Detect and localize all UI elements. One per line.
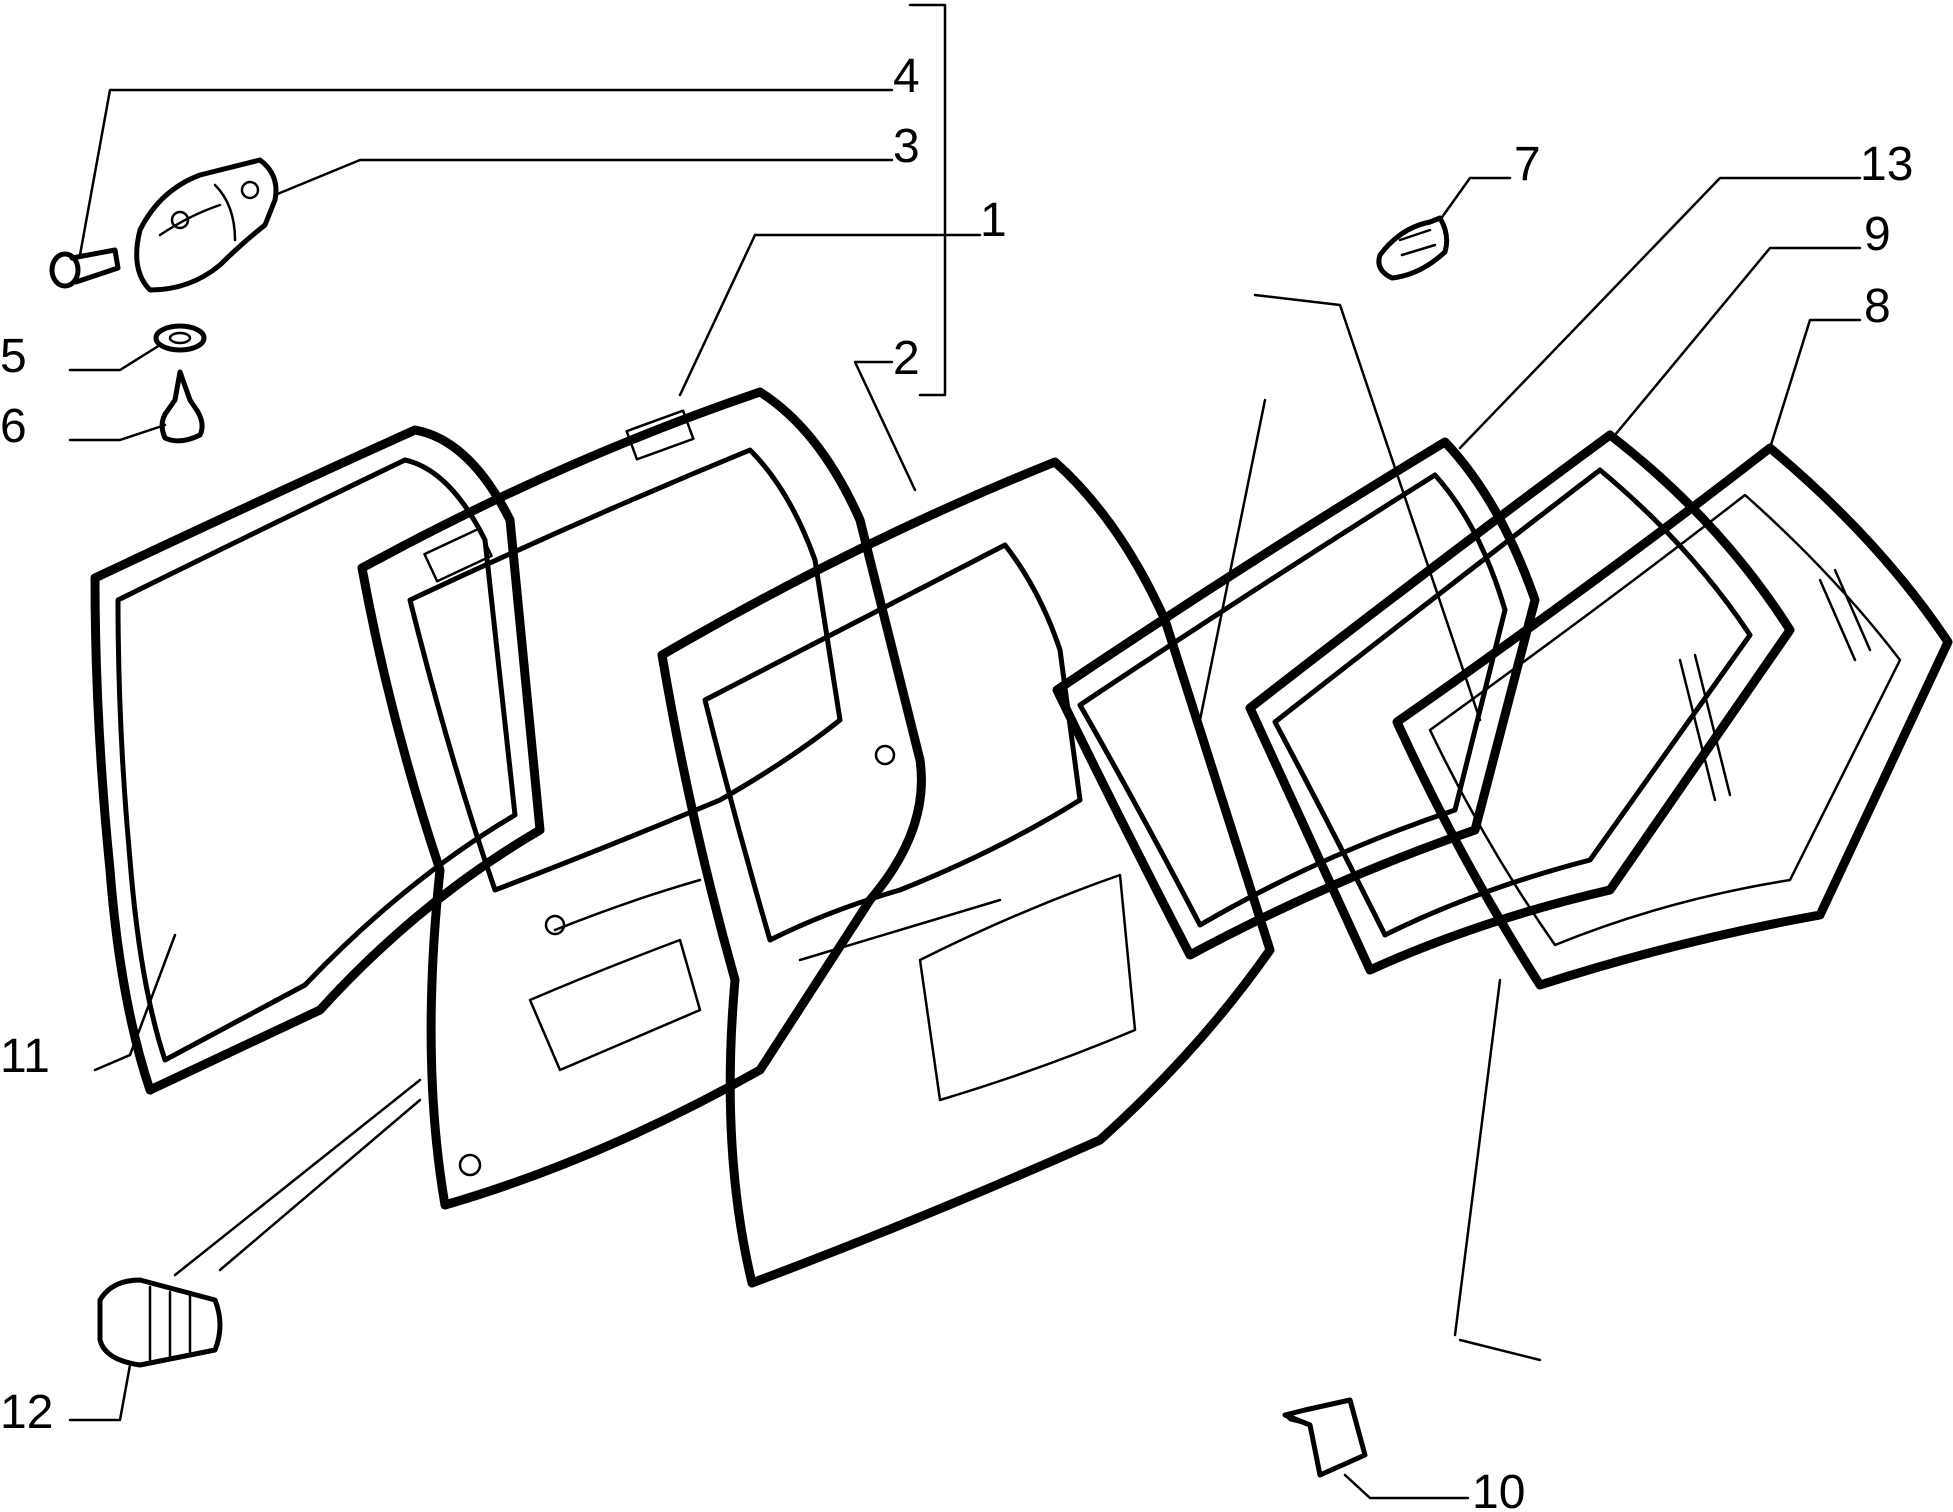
part-1-inner-frame — [357, 387, 926, 1210]
part-6-stud — [159, 369, 205, 444]
part-4-bolt — [49, 247, 121, 289]
leader-lines — [68, 3, 1862, 1500]
callout-10: 10 — [1472, 1466, 1525, 1512]
part-12-bumper — [97, 1277, 223, 1368]
callout-3: 3 — [893, 120, 920, 173]
callout-labels: 4 3 1 2 5 6 7 13 9 8 11 12 10 — [0, 50, 1913, 1512]
callout-8: 8 — [1864, 280, 1891, 333]
callout-9: 9 — [1864, 208, 1891, 261]
callout-11: 11 — [0, 1030, 50, 1083]
part-2-outer-skin — [657, 457, 1275, 1288]
callout-12: 12 — [0, 1386, 53, 1439]
part-7-bumper — [1376, 215, 1450, 281]
part-10-clip — [1282, 1397, 1368, 1478]
callout-4: 4 — [893, 50, 920, 103]
part-5-washer — [153, 323, 207, 353]
part-11-seal — [90, 425, 545, 1095]
callout-2: 2 — [893, 332, 920, 385]
part-3-hinge — [134, 157, 279, 293]
part-13-frame — [1052, 437, 1540, 960]
callout-5: 5 — [0, 330, 27, 383]
callout-6: 6 — [0, 400, 27, 453]
callout-1: 1 — [980, 194, 1007, 247]
part-8-glass — [1392, 443, 1953, 990]
callout-13: 13 — [1860, 138, 1913, 191]
callout-7: 7 — [1514, 138, 1541, 191]
part-9-gasket — [1245, 430, 1795, 975]
